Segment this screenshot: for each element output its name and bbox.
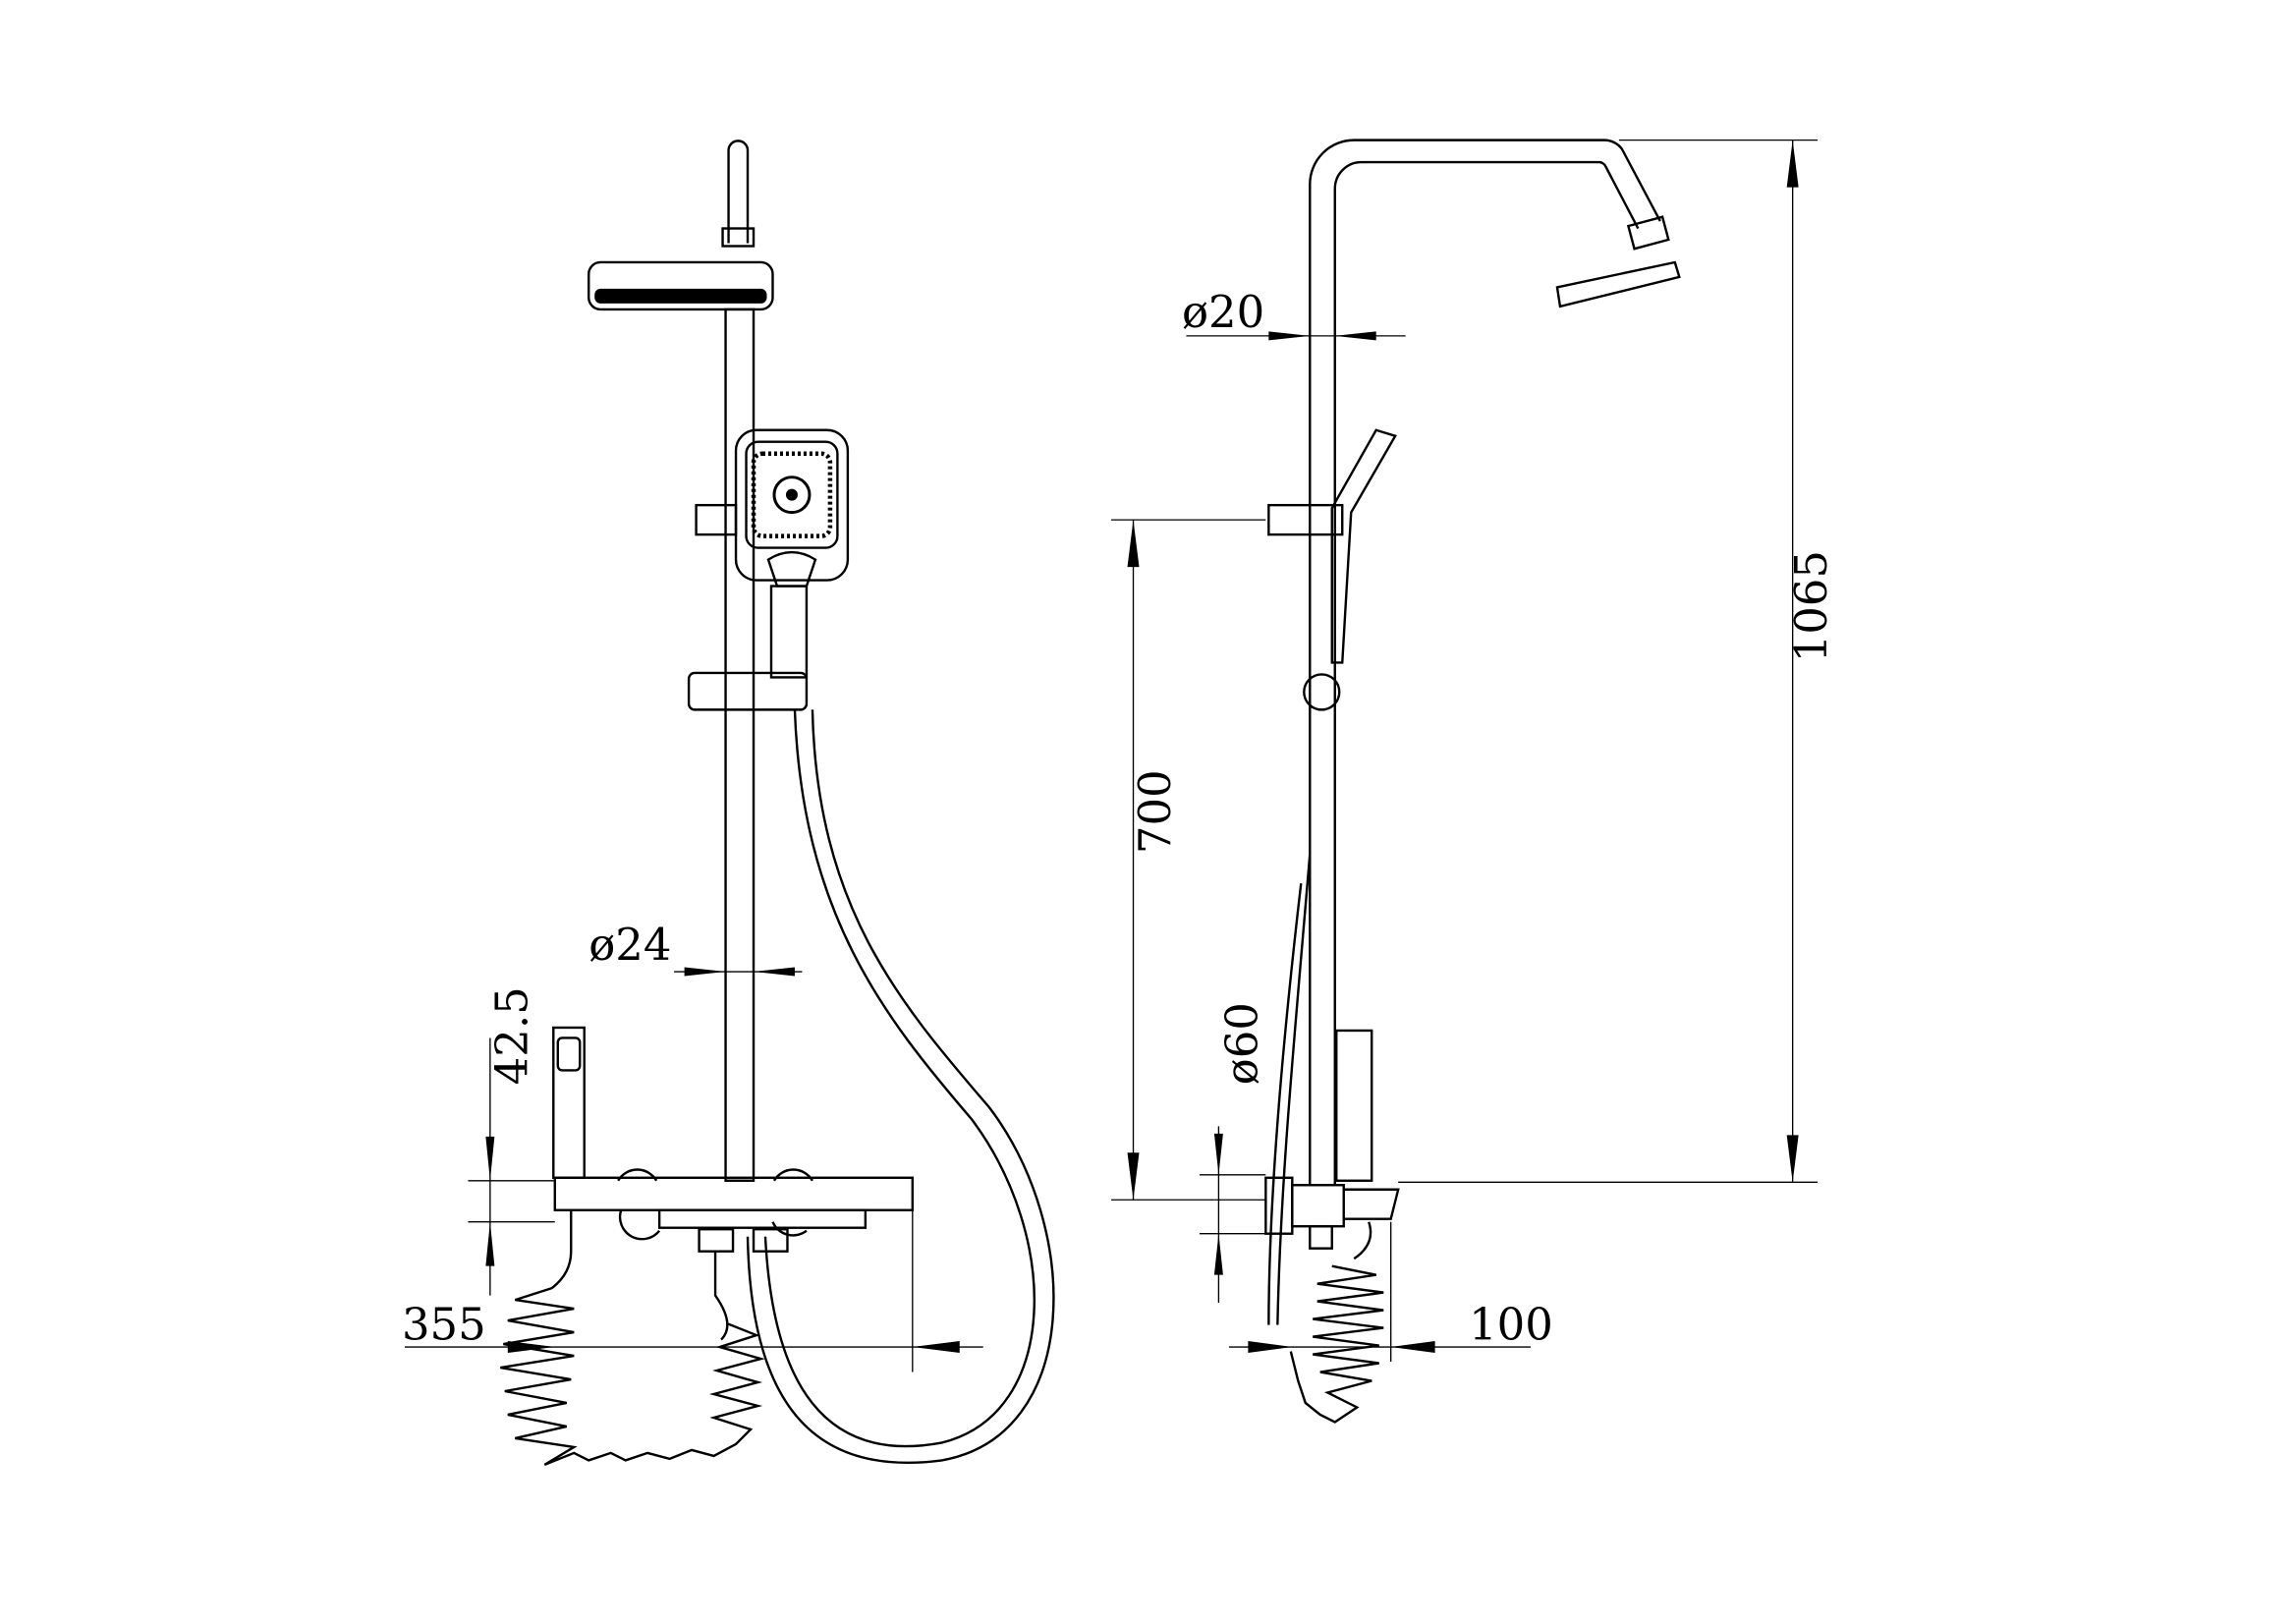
spiral-hose-connectors	[551, 1209, 729, 1341]
dimension-total-height: 1065	[1398, 139, 1837, 1183]
upper-bracket	[695, 503, 738, 536]
dimension-label: 700	[1129, 769, 1181, 854]
dimension-label: ø24	[588, 919, 671, 971]
dimension-projection: 100	[1228, 1221, 1553, 1363]
mixer-body-side	[1291, 1184, 1345, 1228]
inlet-fitting-side	[1309, 1225, 1333, 1250]
wall-plate	[1264, 1176, 1294, 1235]
dimension-slider-height: 700	[1111, 519, 1266, 1201]
thermostatic-shelf	[553, 1176, 915, 1211]
dimension-mixer-diameter: ø60	[1199, 1002, 1267, 1304]
front-view: ø24 42.5 355	[402, 140, 1055, 1467]
bidet-spray-side	[1335, 1029, 1373, 1182]
hose-side	[1267, 854, 1312, 1325]
hand-shower-neck	[766, 550, 817, 588]
valve-body	[657, 1208, 868, 1229]
shower-hose	[763, 709, 1036, 1448]
hand-shower-side	[1330, 428, 1397, 664]
dimension-diameter-24: ø24	[588, 919, 803, 977]
overhead-shower-head-side	[1555, 260, 1681, 308]
dimension-handset-offset: 42.5	[468, 986, 555, 1296]
inlet-fitting-right	[752, 1228, 789, 1253]
dimension-label: ø60	[1215, 1002, 1267, 1085]
spout-side	[1343, 1188, 1400, 1220]
dimension-label: 100	[1469, 1299, 1553, 1351]
spiral-hose-left	[500, 1286, 766, 1467]
bidet-spray-face	[556, 1036, 582, 1072]
hand-shower-nozzles	[751, 451, 833, 538]
dimension-label: 355	[402, 1299, 486, 1351]
dimension-label: ø20	[1182, 286, 1264, 338]
dimension-shelf-width: 355	[402, 1209, 983, 1372]
mixer-knobs	[617, 1168, 813, 1241]
slider-knob	[1303, 673, 1341, 711]
pipe-nut	[721, 227, 756, 248]
dimension-diameter-20: ø20	[1182, 286, 1406, 341]
spiral-hose-side	[1289, 1221, 1384, 1424]
hand-shower-face	[745, 440, 839, 549]
upper-bracket-side	[1267, 503, 1344, 536]
overhead-shower-head	[588, 260, 774, 311]
riser-arm-pipe	[1309, 139, 1661, 1186]
riser-pipe	[724, 308, 756, 1182]
dimension-label: 42.5	[485, 986, 537, 1085]
top-pipe	[727, 140, 750, 244]
dimension-label: 1065	[1785, 550, 1837, 662]
slider-bracket	[687, 671, 809, 711]
side-view: ø20 700 1065 ø60 100	[1111, 139, 1837, 1424]
hand-shower-handle	[769, 585, 809, 679]
shower-head-face	[594, 288, 767, 304]
arm-nut	[1626, 215, 1670, 251]
inlet-fitting-left	[698, 1228, 735, 1253]
